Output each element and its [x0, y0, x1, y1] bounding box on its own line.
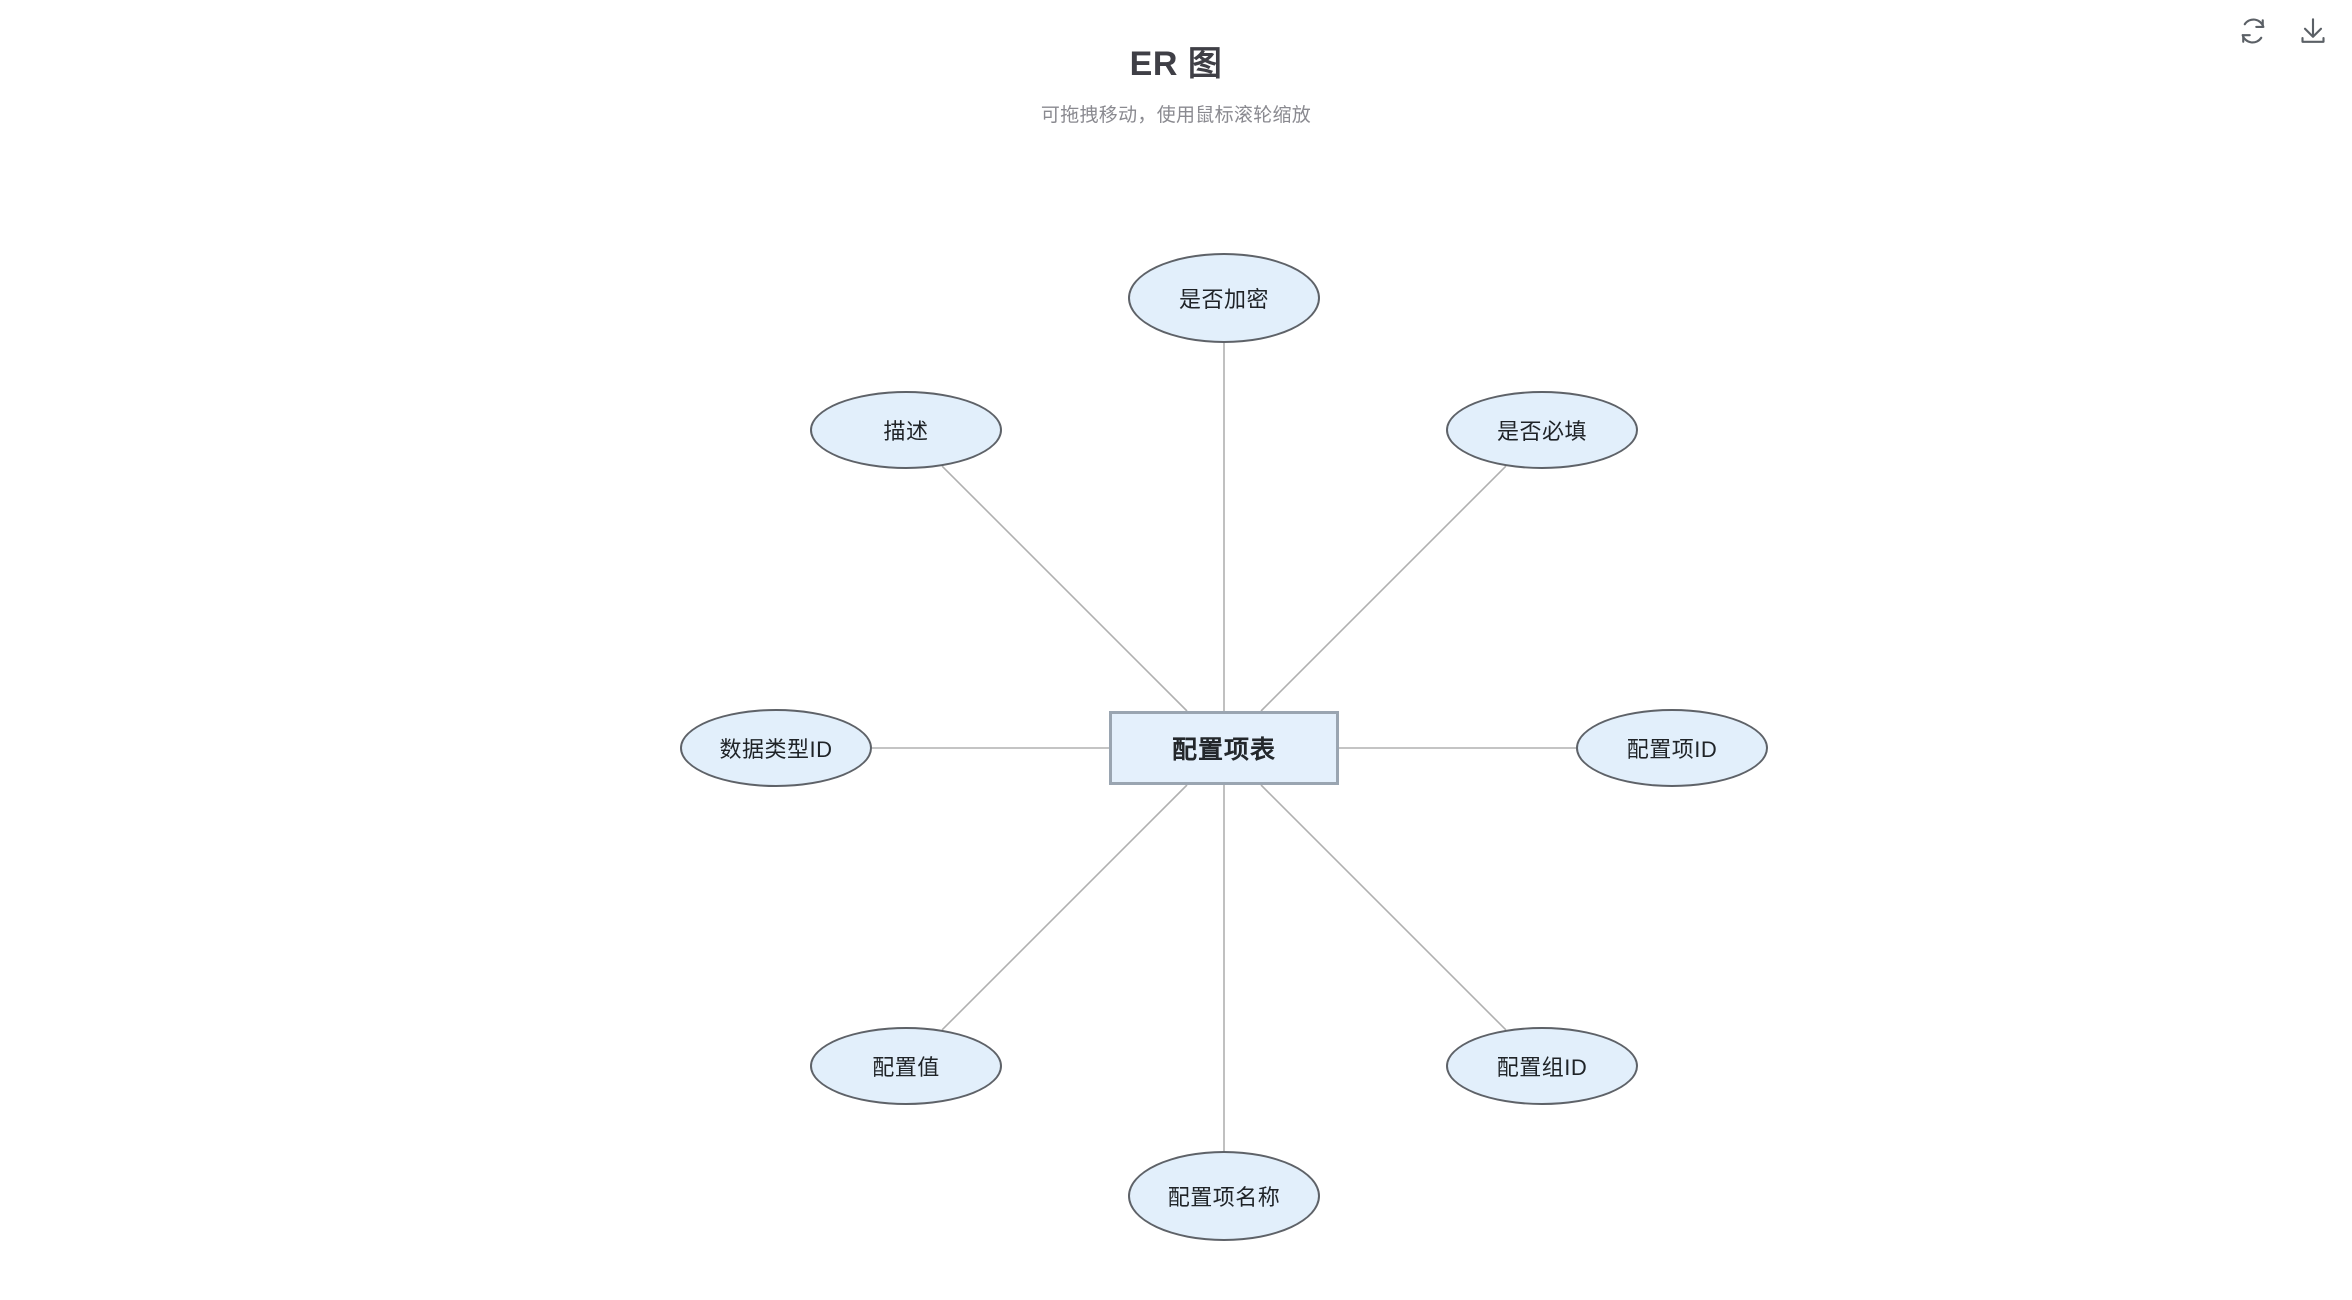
er-node-label: 数据类型ID — [719, 737, 833, 762]
er-node-label: 配置项名称 — [1167, 1185, 1281, 1210]
er-entity-node[interactable]: 配置项表 — [1109, 711, 1339, 785]
er-node-label: 配置组ID — [1496, 1055, 1588, 1080]
refresh-button[interactable] — [2236, 14, 2270, 48]
er-attribute-node[interactable]: 配置项ID — [1576, 709, 1768, 787]
er-node-label: 配置项表 — [1171, 736, 1276, 764]
download-button[interactable] — [2296, 14, 2330, 48]
er-node-label: 描述 — [883, 419, 929, 444]
refresh-icon — [2238, 16, 2268, 46]
er-attribute-node[interactable]: 配置值 — [810, 1027, 1002, 1105]
diagram-toolbar — [2236, 14, 2330, 48]
er-edge — [941, 465, 1188, 712]
er-edge — [1260, 784, 1507, 1031]
download-icon — [2298, 16, 2328, 46]
er-edge — [941, 784, 1188, 1031]
er-attribute-node[interactable]: 配置组ID — [1446, 1027, 1638, 1105]
er-node-label: 配置值 — [872, 1055, 940, 1080]
er-attribute-node[interactable]: 配置项名称 — [1128, 1151, 1320, 1241]
er-edge — [1260, 465, 1507, 712]
er-node-label: 是否加密 — [1178, 287, 1269, 312]
er-attribute-node[interactable]: 描述 — [810, 391, 1002, 469]
er-node-label: 是否必填 — [1496, 419, 1587, 444]
er-attribute-node[interactable]: 是否必填 — [1446, 391, 1638, 469]
er-attribute-node[interactable]: 数据类型ID — [680, 709, 872, 787]
er-node-label: 配置项ID — [1626, 737, 1718, 762]
er-attribute-node[interactable]: 是否加密 — [1128, 253, 1320, 343]
